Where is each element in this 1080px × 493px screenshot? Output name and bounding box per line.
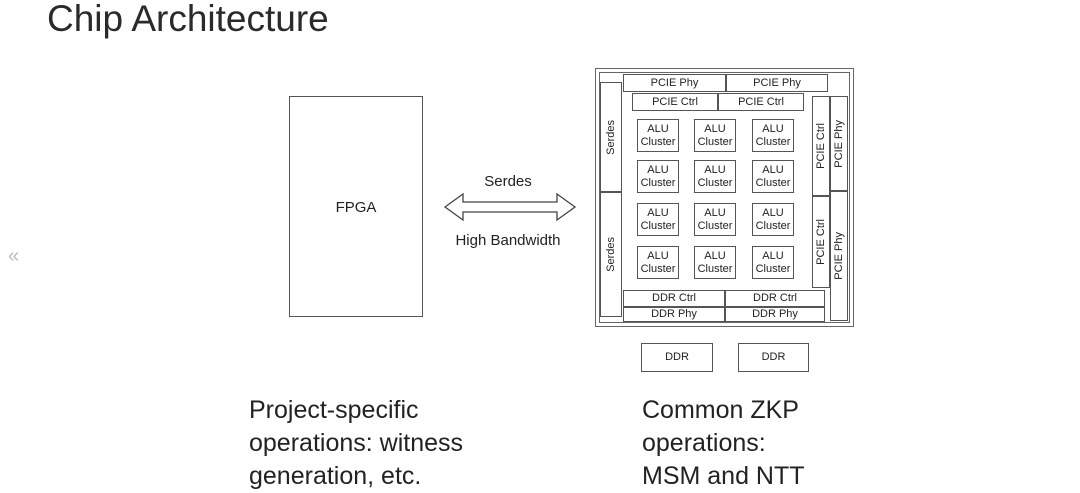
alu-cluster-label: Cluster: [755, 176, 791, 189]
serdes-block: Serdes: [600, 82, 622, 192]
ddr-phy-block: DDR Phy: [725, 307, 825, 322]
pcie-ctrl-block: PCIE Ctrl: [812, 96, 830, 196]
alu-cluster-label: ALU: [704, 206, 726, 219]
serdes-block: Serdes: [600, 192, 622, 317]
caption-line: Common ZKP: [642, 396, 799, 424]
alu-cluster-label: Cluster: [755, 262, 791, 275]
link-label-bandwidth: High Bandwidth: [455, 232, 561, 249]
alu-cluster-label: ALU: [704, 249, 726, 262]
alu-cluster-label: ALU: [704, 122, 726, 135]
bidirectional-arrow-icon: [443, 192, 577, 222]
fpga-block: [289, 96, 423, 317]
previous-slide-icon[interactable]: «: [8, 245, 20, 267]
alu-cluster-label: Cluster: [697, 176, 733, 189]
caption-line: operations: witness: [249, 429, 464, 457]
slide-title: Chip Architecture: [47, 0, 329, 39]
alu-cluster-label: Cluster: [755, 135, 791, 148]
pcie-ctrl-block: PCIE Ctrl: [632, 93, 718, 111]
pcie-phy-block: PCIE Phy: [623, 74, 726, 92]
caption-common-zkp: Common ZKP operations: MSM and NTT: [642, 394, 942, 493]
alu-cluster-label: ALU: [762, 122, 784, 135]
pcie-ctrl-label: PCIE Ctrl: [814, 219, 827, 265]
alu-cluster-label: Cluster: [640, 135, 676, 148]
ddr-phy-block: DDR Phy: [623, 307, 725, 322]
alu-cluster-label: Cluster: [697, 135, 733, 148]
alu-cluster-label: Cluster: [640, 176, 676, 189]
alu-cluster-label: Cluster: [640, 219, 676, 232]
pcie-phy-label: PCIE Phy: [832, 119, 845, 168]
link-label-serdes: Serdes: [484, 173, 532, 190]
pcie-phy-block: PCIE Phy: [830, 96, 848, 191]
chip-outline-inner: [599, 72, 850, 323]
alu-cluster-label: ALU: [647, 249, 669, 262]
alu-cluster-label: ALU: [762, 206, 784, 219]
alu-cluster-label: Cluster: [697, 219, 733, 232]
chip-outline: [595, 68, 854, 327]
ddr-module: DDR: [738, 343, 809, 372]
alu-cluster-label: Cluster: [697, 262, 733, 275]
fpga-label: FPGA: [335, 199, 377, 216]
alu-cluster-label: ALU: [762, 163, 784, 176]
pcie-phy-label: PCIE Phy: [832, 232, 845, 280]
pcie-ctrl-label: PCIE Ctrl: [814, 123, 827, 169]
pcie-phy-block: PCIE Phy: [830, 191, 848, 321]
pcie-phy-block: PCIE Phy: [726, 74, 828, 92]
alu-cluster-label: Cluster: [640, 262, 676, 275]
alu-cluster-label: ALU: [762, 249, 784, 262]
caption-project-specific: Project-specific operations: witness gen…: [249, 394, 549, 493]
ddr-module: DDR: [641, 343, 713, 372]
alu-cluster-label: ALU: [647, 122, 669, 135]
caption-line: operations:: [642, 429, 766, 457]
serdes-label: Serdes: [604, 237, 617, 272]
alu-cluster-label: ALU: [647, 206, 669, 219]
alu-cluster-label: ALU: [704, 163, 726, 176]
caption-line: Project-specific: [249, 396, 419, 424]
pcie-ctrl-block: PCIE Ctrl: [812, 196, 830, 288]
serdes-label: Serdes: [604, 119, 617, 155]
alu-cluster-label: Cluster: [755, 219, 791, 232]
ddr-ctrl-block: DDR Ctrl: [725, 290, 825, 307]
ddr-ctrl-block: DDR Ctrl: [623, 290, 725, 307]
alu-cluster-label: ALU: [647, 163, 669, 176]
pcie-ctrl-block: PCIE Ctrl: [718, 93, 804, 111]
